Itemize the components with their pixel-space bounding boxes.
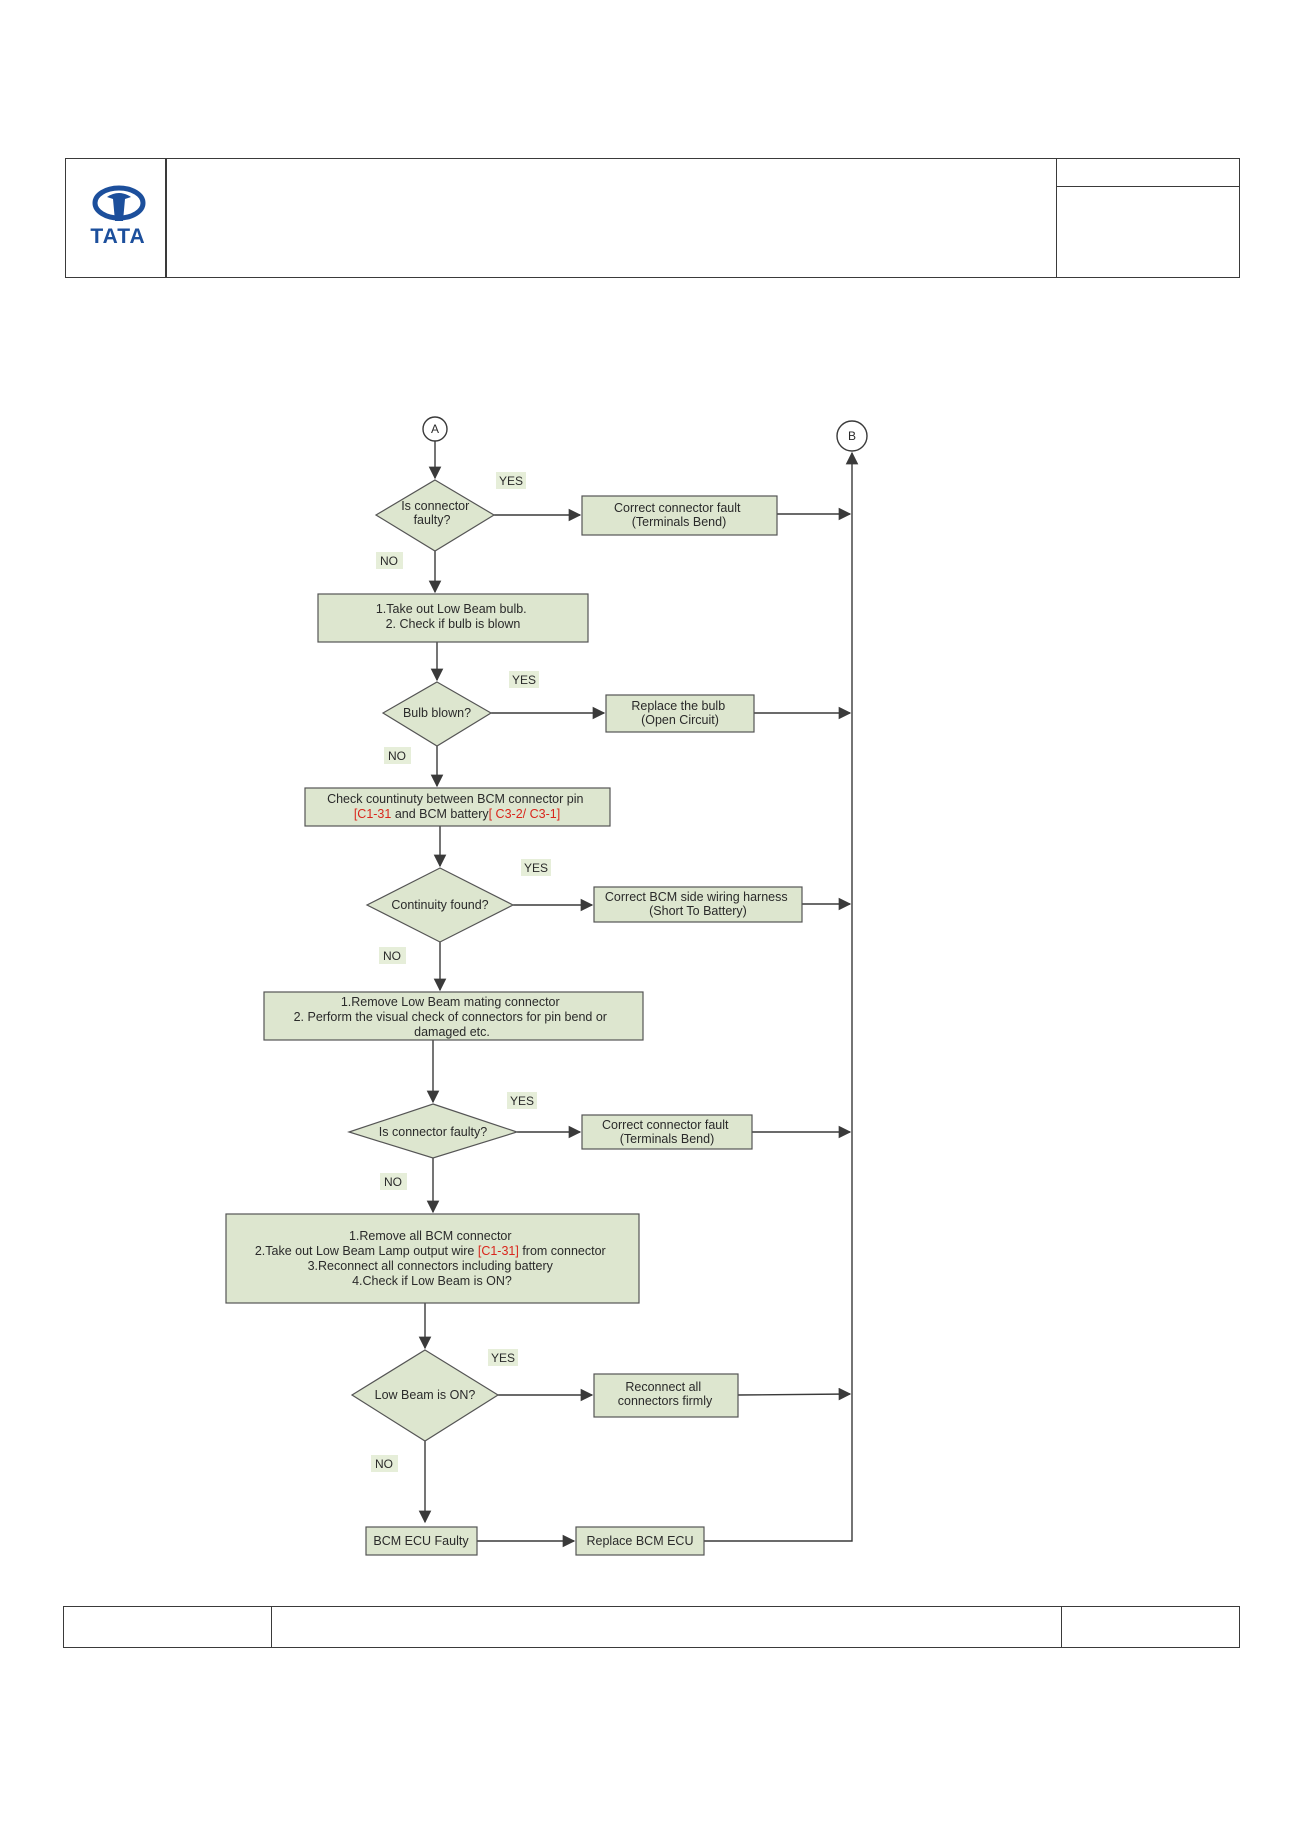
action-correct-connector-2-text: Correct connector fault (Terminals Bend) <box>602 1118 732 1146</box>
action-replace-bcm-text: Replace BCM ECU <box>587 1534 694 1548</box>
step-mating-connector <box>263 991 644 1041</box>
edge-reconnect-to-b <box>737 1387 852 1401</box>
yes-label-4: YES <box>510 1094 534 1108</box>
action-replace-bcm <box>575 1526 705 1556</box>
yes-labels: YES YES YES YES YES <box>488 472 551 1366</box>
edge-return-to-b <box>704 451 859 1542</box>
tata-logo-t-stem <box>107 193 131 221</box>
continuity-ref-c1-31: [C1-31 <box>354 807 392 821</box>
decision-bulb-blown-text: Bulb blown? <box>403 706 471 720</box>
tata-logo-text: TATA <box>90 225 145 248</box>
step-bulb-check <box>317 593 589 643</box>
yes-label-5: YES <box>491 1351 515 1365</box>
connector-b: B <box>836 420 868 452</box>
yes-label-2: YES <box>512 673 536 687</box>
yes-label-1: YES <box>499 474 523 488</box>
footer-right-cell <box>1061 1606 1240 1648</box>
action-reconnect-text: Reconnect all connectors firmly <box>618 1380 713 1408</box>
continuity-ref-c3: [ C3-2/ C3-1] <box>489 807 561 821</box>
step-mating-connector-text: 1.Remove Low Beam mating connector 2. Pe… <box>294 995 611 1039</box>
step-bcm-connectors-text: 1.Remove all BCM connector 2.Take out Lo… <box>255 1229 609 1288</box>
decision-connector-faulty-1-text: Is connector faulty? <box>401 499 473 527</box>
action-correct-connector-2 <box>581 1114 753 1150</box>
no-label-3: NO <box>383 949 401 963</box>
step-continuity-check-text: Check countinuty between BCM connector p… <box>327 792 587 821</box>
header-revision-cell <box>1056 186 1240 278</box>
tata-logo: TATA <box>90 185 146 248</box>
no-labels: NO NO NO NO NO <box>371 552 411 1472</box>
bcm-ref-c1-31: [C1-31] <box>478 1244 519 1258</box>
action-replace-bulb <box>605 694 755 733</box>
no-label-4: NO <box>384 1175 402 1189</box>
decision-low-beam-on <box>350 1349 500 1442</box>
action-reconnect <box>593 1373 739 1418</box>
action-bcm-harness-text: Correct BCM side wiring harness (Short T… <box>605 890 791 918</box>
action-correct-connector-1-text: Correct connector fault (Terminals Bend) <box>614 501 744 529</box>
footer-left-cell <box>63 1606 272 1648</box>
step-bcm-connectors <box>225 1213 640 1304</box>
no-label-1: NO <box>380 554 398 568</box>
connector-a-label: A <box>431 422 439 436</box>
decision-connector-faulty-1 <box>374 479 496 552</box>
action-correct-connector-1 <box>581 495 778 536</box>
connector-a: A <box>422 416 448 442</box>
connector-b-label: B <box>848 429 856 443</box>
yes-label-3: YES <box>524 861 548 875</box>
decision-continuity-found <box>365 867 515 943</box>
header-logo-cell: TATA <box>65 158 166 278</box>
no-label-2: NO <box>388 749 406 763</box>
action-bcm-harness <box>593 886 803 923</box>
decision-continuity-found-text: Continuity found? <box>391 898 488 912</box>
decision-connector-faulty-2-text: Is connector faulty? <box>379 1125 487 1139</box>
decision-low-beam-on-text: Low Beam is ON? <box>375 1388 476 1402</box>
action-replace-bulb-text: Replace the bulb (Open Circuit) <box>631 699 728 727</box>
step-continuity-check <box>304 787 611 827</box>
decision-connector-faulty-2 <box>347 1103 519 1159</box>
no-label-5: NO <box>375 1457 393 1471</box>
result-bcm-faulty-text: BCM ECU Faulty <box>373 1534 469 1548</box>
step-bulb-check-text: 1.Take out Low Beam bulb. 2. Check if bu… <box>376 602 530 631</box>
decision-bulb-blown <box>381 681 493 747</box>
result-bcm-faulty <box>365 1526 478 1556</box>
